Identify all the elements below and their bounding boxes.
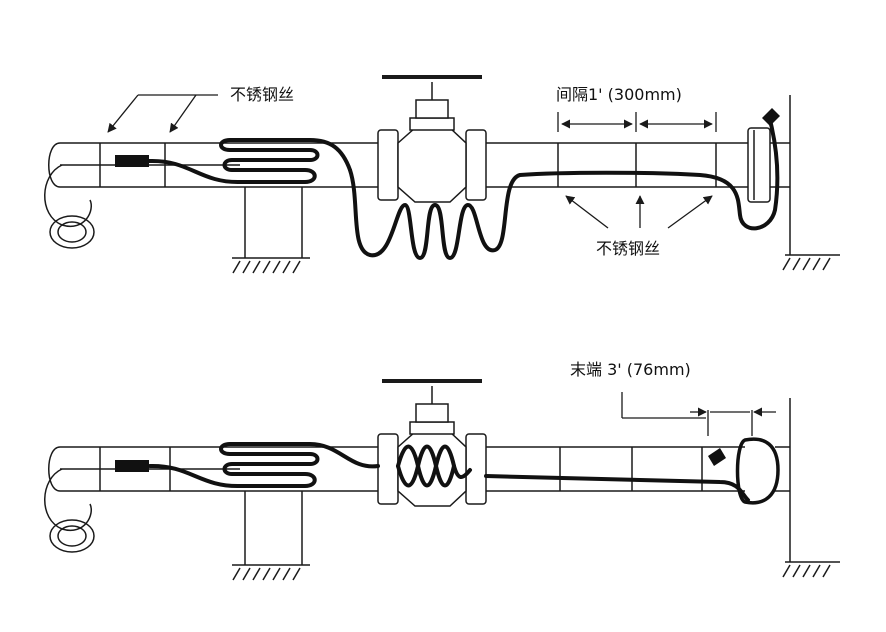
- bottom-power-connector: [708, 448, 726, 466]
- bottom-end-termination: [735, 437, 780, 505]
- top-power-connector: [762, 108, 780, 126]
- bottom-coil: [44, 468, 95, 553]
- label-stainless-wire-top-left: 不锈钢丝: [230, 85, 295, 104]
- top-valve: [377, 75, 487, 203]
- top-wall: [782, 95, 840, 271]
- bottom-support: [232, 491, 310, 581]
- top-pipe: [48, 127, 790, 203]
- label-spacing: 间隔1' (300mm): [556, 85, 682, 104]
- top-coil: [44, 164, 95, 249]
- bottom-cable-end-seal: [115, 460, 149, 472]
- label-end-distance: 末端 3' (76mm): [570, 360, 691, 379]
- bottom-wall: [782, 398, 840, 578]
- bottom-end-dimension: [621, 392, 776, 436]
- top-support: [232, 187, 310, 274]
- top-arrows: [107, 94, 717, 229]
- label-stainless-wire-top-bottom: 不锈钢丝: [596, 239, 661, 258]
- bottom-diagram: [44, 379, 840, 581]
- top-diagram: [44, 75, 840, 274]
- top-cable-end-seal: [115, 155, 149, 167]
- bottom-valve: [377, 379, 487, 507]
